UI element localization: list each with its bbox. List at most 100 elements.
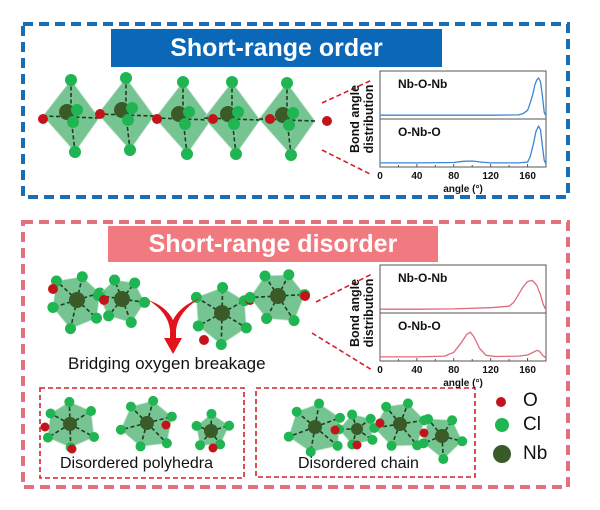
cl-atom (305, 446, 316, 457)
cl-atom (86, 406, 97, 417)
legend-label-o: O (523, 390, 538, 411)
cl-atom (64, 323, 76, 335)
zoom-line-top (315, 273, 373, 303)
cl-atom (103, 310, 115, 322)
order-panel-border (21, 22, 570, 199)
cl-atom (129, 277, 141, 289)
cl-atom (76, 271, 88, 283)
nb-atom (393, 417, 407, 431)
nb-atom (69, 292, 85, 308)
y-axis-label-line1: Bond angle (350, 85, 362, 153)
cl-atom (125, 316, 137, 328)
x-tick-label: 160 (519, 365, 536, 376)
nb-atom (351, 423, 363, 435)
bond-line (277, 295, 295, 322)
cl-atom (67, 116, 79, 128)
o-atom (352, 440, 362, 450)
o-atom (208, 443, 218, 453)
x-tick-label: 40 (411, 365, 423, 376)
legend-o-dot (496, 397, 506, 407)
nb-atom (114, 102, 130, 118)
nb-atom (435, 429, 449, 443)
cl-atom (217, 282, 229, 294)
zoom-line-bottom (311, 332, 373, 371)
y-axis-label-line2: distribution (362, 85, 376, 154)
nb-atom (204, 424, 218, 438)
order-bond-angle-chart: Nb-O-NbO-Nb-O 0 40 80 120 160 angle (°) Bond an… (350, 70, 547, 195)
cl-atom (240, 322, 252, 334)
bond-line (314, 426, 339, 447)
bond-line (69, 299, 78, 329)
cl-atom (215, 338, 227, 350)
cl-atom (386, 440, 397, 451)
cl-atom (283, 431, 294, 442)
x-tick-label: 0 (377, 171, 383, 182)
cl-atom (314, 398, 325, 409)
cl-atom (135, 441, 146, 452)
x-axis-label: angle (°) (443, 184, 483, 195)
nb-atom (214, 305, 230, 321)
x-tick-label: 120 (482, 171, 499, 182)
nb-atom (63, 417, 77, 431)
o-atom (67, 444, 77, 454)
cl-atom (261, 312, 273, 324)
nb-atom (114, 291, 130, 307)
y-axis-label-line1: Bond angle (350, 279, 362, 347)
cl-atom (45, 408, 56, 419)
x-tick-label: 80 (448, 171, 460, 182)
cl-atom (347, 409, 358, 420)
legend-label-nb: Nb (523, 443, 548, 464)
cl-atom (367, 434, 378, 445)
cl-atom (50, 275, 62, 287)
cl-atom (47, 301, 59, 313)
cl-atom (226, 76, 238, 88)
cl-atom (281, 77, 293, 89)
nb-atom (270, 288, 286, 304)
cl-atom (381, 401, 392, 412)
panel-label: O-Nb-O (398, 125, 441, 139)
cl-atom (161, 438, 172, 449)
o-atom (265, 114, 275, 124)
x-tick-label: 40 (411, 171, 423, 182)
legend-cl-dot (495, 418, 509, 432)
o-atom (330, 425, 340, 435)
x-tick-label: 0 (377, 365, 383, 376)
cl-atom (206, 408, 217, 419)
cl-atom (69, 146, 81, 158)
cl-atom (195, 440, 206, 451)
chain-caption: Disordered chain (298, 455, 419, 472)
o-atom (322, 116, 332, 126)
cl-atom (181, 148, 193, 160)
cl-atom (447, 415, 458, 426)
breakage-arrow-icon (148, 298, 200, 354)
cl-atom (332, 440, 343, 451)
cl-atom (244, 291, 256, 303)
legend-nb-dot (493, 445, 511, 463)
cl-atom (71, 104, 83, 116)
cl-atom (89, 431, 100, 442)
nb-atom (59, 104, 75, 120)
x-tick-label: 160 (519, 171, 536, 182)
cl-atom (192, 320, 204, 332)
o-atom (99, 295, 109, 305)
polyhedra-subbox-border (39, 387, 245, 479)
x-tick-label: 80 (448, 365, 460, 376)
distribution-curve-o-nb-o (380, 125, 547, 165)
distribution-curve-nb-o-nb (380, 279, 547, 311)
o-atom (419, 428, 429, 438)
nb-atom (308, 420, 322, 434)
cl-atom (139, 296, 151, 308)
cl-atom (224, 420, 235, 431)
cl-atom (91, 312, 103, 324)
panel-label: O-Nb-O (398, 319, 441, 333)
cl-atom (125, 401, 136, 412)
panel-label: Nb-O-Nb (398, 77, 447, 91)
disorder-panel-border (21, 220, 570, 489)
zoom-line-top (321, 79, 373, 104)
y-axis-label-line2: distribution (362, 279, 376, 348)
o-atom (48, 284, 58, 294)
